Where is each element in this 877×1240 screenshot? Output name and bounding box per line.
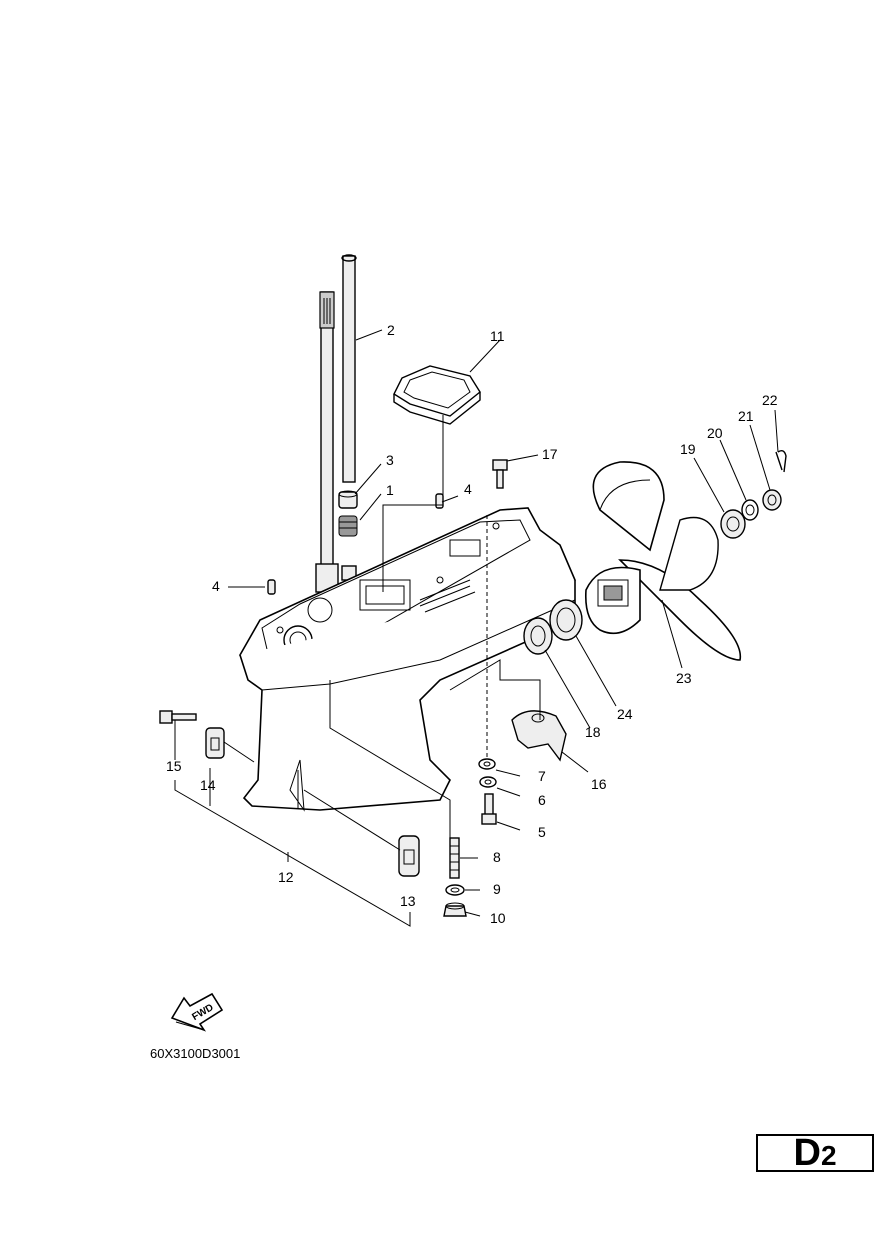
callout-4a: 4 xyxy=(212,578,220,594)
callout-13: 13 xyxy=(400,893,416,909)
callout-22: 22 xyxy=(762,392,778,408)
page-badge: D 2 xyxy=(756,1134,874,1172)
callout-5: 5 xyxy=(538,824,546,840)
gasket xyxy=(393,365,481,425)
anode-13 xyxy=(398,835,420,877)
callout-15: 15 xyxy=(166,758,182,774)
shift-rod-bushing xyxy=(338,490,358,581)
drawing-code: 60X3100D3001 xyxy=(150,1046,241,1061)
shift-rod xyxy=(341,254,357,483)
page-badge-number: 2 xyxy=(820,1140,837,1171)
callout-14: 14 xyxy=(200,777,216,793)
callout-20: 20 xyxy=(707,425,723,441)
oil-seals xyxy=(523,599,583,655)
trim-tab xyxy=(511,710,567,762)
fwd-arrow-icon: FWD xyxy=(170,992,224,1032)
callout-17: 17 xyxy=(542,446,558,462)
propeller-hardware xyxy=(720,449,787,539)
callout-7: 7 xyxy=(538,768,546,784)
callout-16: 16 xyxy=(591,776,607,792)
bolt-15 xyxy=(159,710,197,724)
callout-23: 23 xyxy=(676,670,692,686)
bolt-17 xyxy=(492,459,508,489)
callout-4b: 4 xyxy=(464,481,472,497)
stud-washer-nut xyxy=(443,837,467,917)
callout-3: 3 xyxy=(386,452,394,468)
callout-10: 10 xyxy=(490,910,506,926)
anode-14 xyxy=(205,727,225,759)
callout-18: 18 xyxy=(585,724,601,740)
callout-24: 24 xyxy=(617,706,633,722)
callout-11: 11 xyxy=(490,328,505,344)
callout-21: 21 xyxy=(738,408,754,424)
callout-6: 6 xyxy=(538,792,546,808)
callout-2: 2 xyxy=(387,322,395,338)
callout-8: 8 xyxy=(493,849,501,865)
callout-19: 19 xyxy=(680,441,696,457)
callout-1: 1 xyxy=(386,482,394,498)
lower-case xyxy=(238,507,576,812)
washers-and-bolt xyxy=(478,758,497,825)
propeller xyxy=(584,461,742,661)
callout-12: 12 xyxy=(278,869,294,885)
page-badge-letter: D xyxy=(793,1132,821,1174)
leader-lines xyxy=(174,329,779,927)
drive-shaft xyxy=(315,291,339,593)
callout-9: 9 xyxy=(493,881,501,897)
